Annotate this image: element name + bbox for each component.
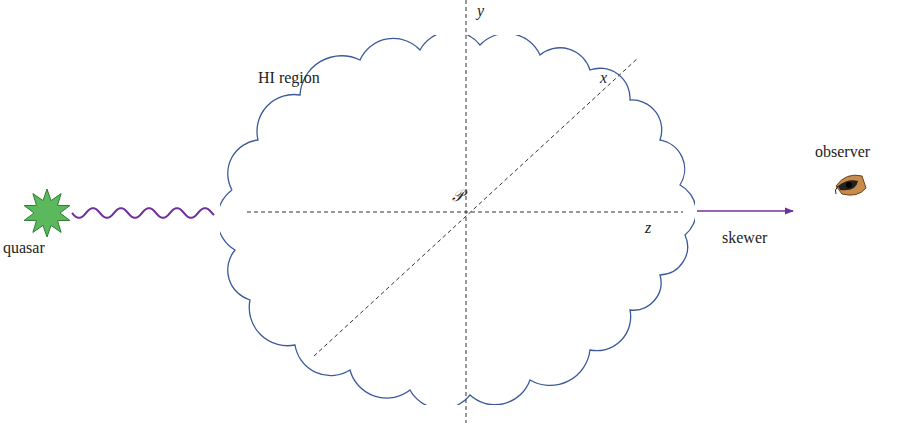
axis-label: x	[600, 68, 607, 87]
cloud-path	[220, 35, 695, 405]
skewer-arrow	[697, 210, 793, 212]
arrow-label: skewer	[722, 228, 767, 247]
axis-label: y	[477, 1, 484, 20]
region-label: HI region	[258, 68, 320, 87]
observer-label: observer	[815, 142, 870, 161]
hi-region-cloud: HI region	[220, 35, 695, 405]
x-axis	[314, 58, 638, 356]
quasar-star	[24, 189, 70, 237]
axis-label: z	[645, 218, 651, 237]
point-label: 𝒫	[452, 186, 464, 205]
cloud-outline	[220, 35, 695, 405]
eye-icon	[835, 175, 866, 195]
light-wave	[72, 208, 214, 218]
source-label: quasar	[3, 238, 45, 257]
z-axis	[247, 212, 683, 213]
